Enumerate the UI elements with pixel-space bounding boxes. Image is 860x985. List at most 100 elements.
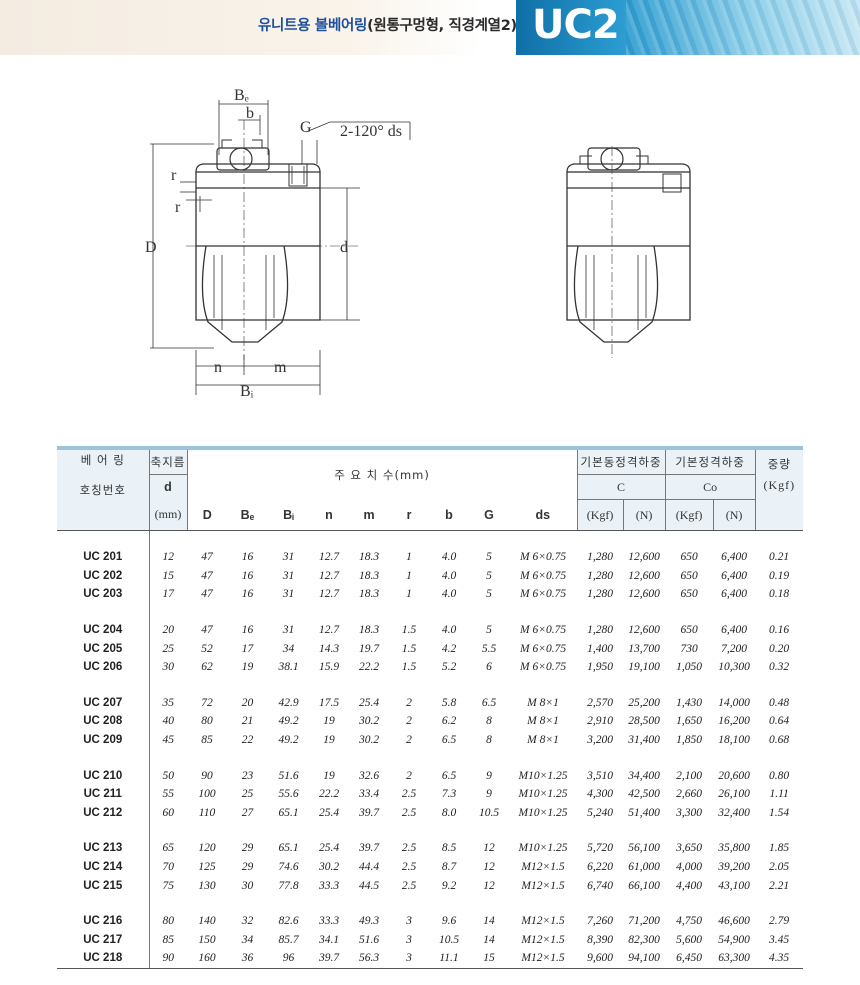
weight-cell: 4.35 bbox=[755, 949, 804, 969]
G-cell: 5.5 bbox=[481, 642, 497, 655]
G-cell: 5 bbox=[486, 551, 492, 564]
m-cell: 30.2 bbox=[358, 734, 380, 747]
Co-N-cell: 43,100 bbox=[718, 879, 750, 892]
Co-kgf-cell: 650 bbox=[680, 569, 698, 582]
b-cell: 8.7 bbox=[441, 861, 457, 874]
Bi-cell: 55.6 bbox=[278, 788, 299, 801]
C-N-cell: 82,300 bbox=[628, 933, 660, 946]
Co-kgf-cell: 4,400 bbox=[676, 879, 702, 892]
Bi-cell: 38.1 bbox=[278, 661, 299, 674]
C-N-cell: 12,600 bbox=[628, 624, 660, 637]
b-cell: 4.0 bbox=[441, 569, 457, 582]
b-cell: 4.2 bbox=[441, 642, 457, 655]
ds-cell: M 6×0.75 bbox=[519, 551, 567, 564]
bearing-no-cell: UC 204 bbox=[57, 620, 150, 640]
b-cell: 5.2 bbox=[441, 661, 457, 674]
Co-kgf-cell: 2,660 bbox=[676, 788, 702, 801]
r-cell: 2.5 bbox=[401, 842, 417, 855]
Bi-cell: 34 bbox=[282, 642, 295, 655]
C-kgf-cell: 2,910 bbox=[587, 715, 613, 728]
Be-cell: 16 bbox=[241, 588, 254, 601]
Bi-cell: 31 bbox=[282, 588, 295, 601]
Co-kgf-cell: 650 bbox=[680, 624, 698, 637]
n-cell: 25.4 bbox=[318, 842, 340, 855]
Be-cell: 34 bbox=[241, 933, 254, 946]
weight-cell: 0.16 bbox=[769, 624, 790, 637]
Co-kgf-cell: 1,650 bbox=[676, 715, 702, 728]
C-kgf-cell: 1,280 bbox=[587, 551, 613, 564]
ds-cell: M 6×0.75 bbox=[519, 624, 567, 637]
Co-kgf-cell: 650 bbox=[680, 551, 698, 564]
Be-cell: 29 bbox=[241, 842, 254, 855]
Co-kgf-cell: 6,450 bbox=[665, 949, 714, 969]
G-cell: 5 bbox=[486, 569, 492, 582]
m-cell: 25.4 bbox=[358, 696, 380, 709]
C-N-cell: 25,200 bbox=[628, 696, 660, 709]
Co-kgf-cell: 1,430 bbox=[676, 696, 702, 709]
Co-kgf-cell: 4,000 bbox=[676, 861, 702, 874]
G-cell: 15 bbox=[469, 949, 509, 969]
C-N-cell: 94,100 bbox=[623, 949, 666, 969]
weight-cell: 2.05 bbox=[769, 861, 790, 874]
r-cell: 2.5 bbox=[401, 879, 417, 892]
m-cell: 32.6 bbox=[358, 769, 380, 782]
m-cell: 44.5 bbox=[358, 879, 380, 892]
Co-N-cell: 39,200 bbox=[718, 861, 750, 874]
G-cell: 12 bbox=[483, 861, 495, 874]
C-kgf-cell: 4,300 bbox=[587, 788, 613, 801]
shaft-d-cell: 80 bbox=[162, 915, 175, 928]
col-C-kgf: (Kgf) bbox=[576, 499, 624, 531]
n-cell: 12.7 bbox=[318, 551, 340, 564]
label-d: d bbox=[340, 239, 348, 256]
ds-cell: M12×1.5 bbox=[509, 949, 578, 969]
n-cell: 25.4 bbox=[318, 806, 340, 819]
n-cell: 12.7 bbox=[318, 569, 340, 582]
D-cell: 120 bbox=[198, 842, 216, 855]
label-r-top: r bbox=[171, 167, 177, 184]
Co-header: Co bbox=[664, 474, 756, 500]
Be-cell: 16 bbox=[241, 551, 254, 564]
shaft-d-cell: 90 bbox=[149, 949, 187, 969]
Be-cell: 21 bbox=[241, 715, 254, 728]
col-n: n bbox=[309, 499, 349, 531]
shaft-d-cell: 20 bbox=[162, 624, 175, 637]
C-N-cell: 13,700 bbox=[628, 642, 660, 655]
Co-N-cell: 20,600 bbox=[718, 769, 750, 782]
C-N-cell: 12,600 bbox=[628, 551, 660, 564]
Co-kgf-cell: 2,100 bbox=[676, 769, 702, 782]
ds-cell: M 8×1 bbox=[527, 715, 559, 728]
Co-N-cell: 35,800 bbox=[718, 842, 750, 855]
Co-kgf-cell: 1,050 bbox=[676, 661, 702, 674]
n-cell: 30.2 bbox=[318, 861, 340, 874]
D-cell: 47 bbox=[201, 588, 213, 601]
bearing-no-cell: UC 205 bbox=[57, 639, 150, 658]
Co-N-cell: 7,200 bbox=[721, 642, 747, 655]
C-kgf-cell: 5,240 bbox=[587, 806, 613, 819]
m-cell: 19.7 bbox=[358, 642, 380, 655]
weight-cell: 0.48 bbox=[769, 696, 790, 709]
n-cell: 15.9 bbox=[318, 661, 340, 674]
C-kgf-cell: 6,220 bbox=[587, 861, 613, 874]
weight-cell: 0.20 bbox=[769, 642, 790, 655]
col-Co-kgf: (Kgf) bbox=[664, 499, 714, 531]
bearing-no-header: 베 어 링 호칭번호 bbox=[57, 448, 149, 500]
b-cell: 6.5 bbox=[441, 769, 457, 782]
shaft-d-cell: 60 bbox=[162, 806, 175, 819]
Be-cell: 25 bbox=[241, 788, 254, 801]
Co-N-cell: 6,400 bbox=[721, 624, 747, 637]
bearing-no-cell: UC 213 bbox=[57, 839, 150, 858]
D-cell: 80 bbox=[201, 715, 213, 728]
Bi-cell: 74.6 bbox=[278, 861, 299, 874]
ds-cell: M12×1.5 bbox=[521, 933, 565, 946]
m-cell: 33.4 bbox=[358, 788, 380, 801]
static-load-header: 기본정격하중 bbox=[664, 448, 756, 475]
Be-cell: 23 bbox=[241, 769, 254, 782]
Co-N-cell: 46,600 bbox=[718, 915, 750, 928]
r-cell: 1.5 bbox=[401, 624, 417, 637]
